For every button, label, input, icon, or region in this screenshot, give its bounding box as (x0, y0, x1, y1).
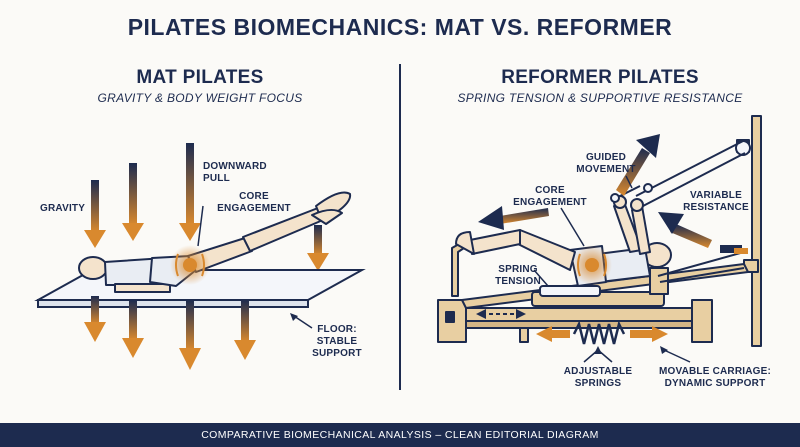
gravity-arrow (84, 180, 106, 248)
label-core-engagement-mat: CORE ENGAGEMENT (208, 191, 300, 215)
label-line: STABLE (316, 336, 358, 347)
gravity-arrows (84, 143, 329, 271)
footer-caption: COMPARATIVE BIOMECHANICAL ANALYSIS – CLE… (0, 423, 800, 447)
label-line: SPRINGS (574, 378, 622, 389)
reformer-figure (455, 195, 672, 287)
label-line: DOWNWARD (203, 161, 267, 172)
reformer-heading: REFORMER PILATES (501, 67, 699, 88)
label-line: GUIDED (585, 152, 627, 163)
carriage-direction-arrow (478, 206, 549, 230)
label-line: CORE (535, 185, 565, 196)
label-line: CORE (239, 191, 269, 202)
panel-divider (399, 64, 401, 390)
label-floor-support: FLOOR: STABLE SUPPORT (306, 324, 368, 360)
label-line: ENGAGEMENT (217, 203, 291, 214)
label-line: DYNAMIC SUPPORT (664, 378, 766, 389)
reformer-frame (437, 115, 762, 347)
label-line: PULL (203, 173, 230, 184)
label-line: SPRING (498, 264, 538, 275)
label-line: RESISTANCE (683, 202, 749, 213)
gravity-arrow (122, 163, 144, 241)
label-spring-tension: SPRING TENSION (488, 264, 548, 288)
label-guided-movement: GUIDED MOVEMENT (568, 152, 644, 176)
label-downward-pull: DOWNWARD PULL (203, 161, 267, 185)
guided-movement-arrow (616, 134, 660, 196)
floor-arrows (84, 296, 256, 370)
mat-subheading: GRAVITY & BODY WEIGHT FOCUS (97, 91, 303, 105)
label-core-engagement-reformer: CORE ENGAGEMENT (508, 185, 592, 209)
spring-assembly (536, 320, 668, 345)
gravity-arrow (179, 143, 201, 241)
mat-heading: MAT PILATES (136, 67, 264, 88)
gravity-arrow (307, 225, 329, 271)
label-line: TENSION (495, 276, 541, 287)
label-line: ENGAGEMENT (513, 197, 587, 208)
label-line: MOVABLE CARRIAGE: (658, 366, 772, 377)
label-line: FLOOR: (317, 324, 357, 335)
reformer-subheading: SPRING TENSION & SUPPORTIVE RESISTANCE (457, 91, 743, 105)
label-line: ADJUSTABLE (563, 366, 633, 377)
label-adjustable-springs: ADJUSTABLE SPRINGS (558, 366, 638, 390)
label-variable-resistance: VARIABLE RESISTANCE (670, 190, 762, 214)
label-line: SUPPORT (312, 348, 362, 359)
label-movable-carriage: MOVABLE CARRIAGE: DYNAMIC SUPPORT (652, 366, 778, 390)
label-line: VARIABLE (690, 190, 742, 201)
label-line: MOVEMENT (576, 164, 636, 175)
variable-resistance-arrow (658, 212, 712, 248)
label-gravity: GRAVITY (40, 203, 86, 214)
page-title: PILATES BIOMECHANICS: MAT VS. REFORMER (127, 14, 673, 40)
